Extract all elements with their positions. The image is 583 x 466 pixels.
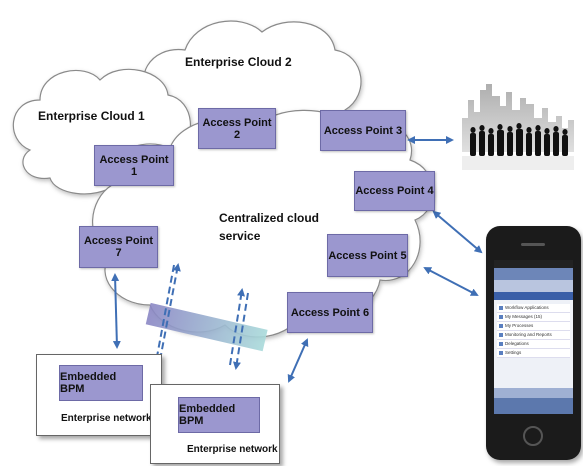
embedded-bpm-left: Embedded BPM <box>59 365 143 401</box>
connection-arrows <box>111 136 483 383</box>
phone-menu-item: Workflow Applications <box>497 304 570 313</box>
city-people-image <box>462 84 574 170</box>
enterprise-cloud-1-label: Enterprise Cloud 1 <box>38 109 145 123</box>
access-point-3: Access Point 3 <box>320 110 406 151</box>
enterprise-network-left-label: Enterprise network <box>61 413 152 424</box>
embedded-bpm-right: Embedded BPM <box>178 397 260 433</box>
phone-title-bar <box>494 268 573 280</box>
phone-menu-item: My Processes <box>497 322 570 331</box>
phone-speaker <box>521 243 545 246</box>
phone-home-button <box>523 426 543 446</box>
phone-toolbar-2 <box>494 388 573 398</box>
access-point-2: Access Point 2 <box>198 108 276 149</box>
centralized-cloud-label-line2: service <box>219 229 261 243</box>
phone-menu-item: Delegations <box>497 340 570 349</box>
phone-menu: Workflow Applications My Messages (15) M… <box>494 302 573 362</box>
centralized-cloud-label-line1: Centralized cloud <box>219 211 320 225</box>
phone-search-bar <box>494 280 573 292</box>
enterprise-network-left: Embedded BPM Enterprise network <box>36 354 162 436</box>
access-point-4: Access Point 4 <box>354 171 435 211</box>
enterprise-network-right: Embedded BPM Enterprise network <box>150 384 280 464</box>
phone-screen: Workflow Applications My Messages (15) M… <box>494 260 573 414</box>
mobile-phone: Workflow Applications My Messages (15) M… <box>486 226 581 460</box>
phone-toolbar <box>494 398 573 414</box>
access-point-5: Access Point 5 <box>327 234 408 277</box>
phone-menu-item: Settings <box>497 349 570 358</box>
phone-status-bar <box>494 260 573 268</box>
access-point-1: Access Point 1 <box>94 145 174 186</box>
access-point-7: Access Point 7 <box>79 226 158 268</box>
phone-tab-bar <box>494 292 573 300</box>
access-point-6: Access Point 6 <box>287 292 373 333</box>
phone-menu-item: Monitoring and Reports <box>497 331 570 340</box>
firewall <box>145 302 268 352</box>
enterprise-network-right-label: Enterprise network <box>187 444 278 455</box>
enterprise-cloud-2-label: Enterprise Cloud 2 <box>185 55 292 69</box>
phone-menu-item: My Messages (15) <box>497 313 570 322</box>
firewall-traffic-arrows <box>153 263 249 370</box>
